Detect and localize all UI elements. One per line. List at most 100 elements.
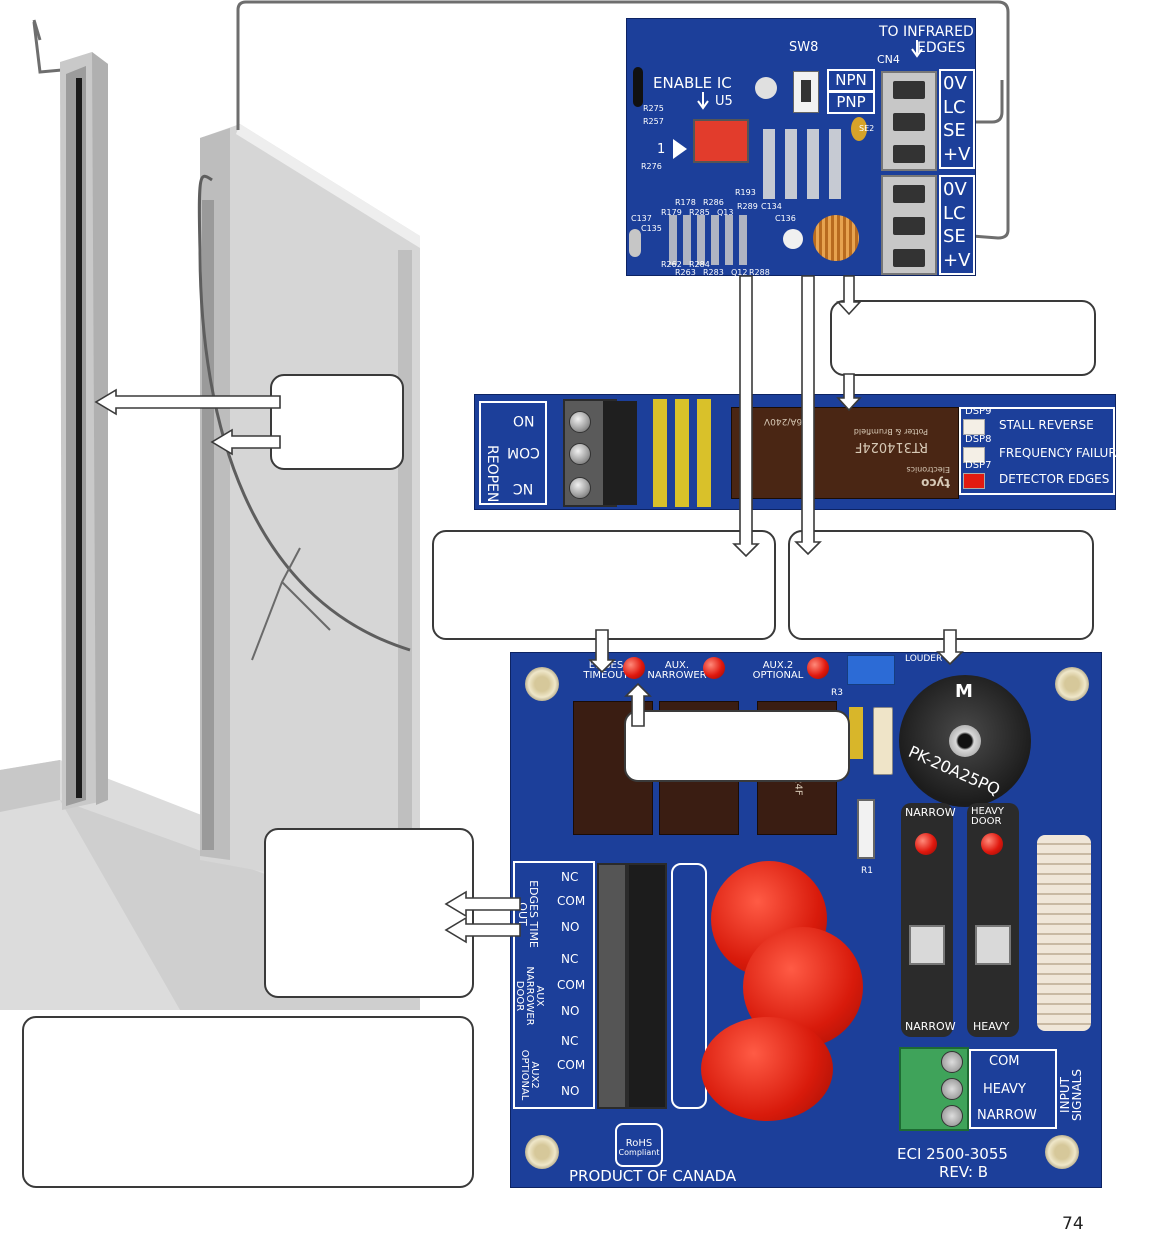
designator-c136: C136 [775,214,796,223]
designator-r288: R288 [749,268,770,277]
aux2-optional-label: AUX.2 OPTIONAL [752,660,804,681]
dsp-indicator-panel [959,407,1115,495]
reopen-label-frame [479,401,547,505]
arrow-to-buzzer-icon [936,629,964,666]
dsp8-id: DSP8 [965,434,992,445]
aux2-no-label: NO [561,1084,580,1098]
designator-r286: R286 [703,198,724,207]
callout-bottom-left [22,1016,474,1188]
edges-label: EDGES [917,40,966,56]
rohs-compliant-label: Compliant [618,1148,660,1157]
product-of-canada: PRODUCT OF CANADA [569,1167,737,1185]
door-edge-illustration [0,19,420,1010]
capacitor-c137 [629,229,641,257]
sw8-dip-switch[interactable] [793,71,819,113]
r3-label: R3 [831,688,843,698]
cn4a-pin-0v: 0V [943,73,967,94]
cn4a-pin-lc: LC [943,97,966,118]
heavy-led [981,833,1003,855]
callout-door-edges [270,374,404,470]
cn4b-pin-plusv: +V [943,250,971,271]
mounting-hole-tr [1055,667,1089,701]
aux2-optional-led [807,657,829,679]
edges-down-arrow-icon [911,40,923,58]
dsp7-led [963,473,985,489]
heavy-door-label: HEAVY DOOR [971,806,1004,827]
designator-r263: R263 [675,268,696,277]
aux-narrower-led [703,657,725,679]
input-heavy-label: HEAVY [983,1082,1026,1097]
input-terminal-block [899,1047,969,1131]
dsp9-label: STALL REVERSE [999,418,1094,432]
dsp8-led [963,447,985,463]
r1-jumper [857,799,875,859]
enable-ic-label: ENABLE IC [653,74,732,92]
mov3-varistor [701,1017,833,1121]
cn4a-pin-se: SE [943,120,966,141]
designator-c135: C135 [641,224,662,233]
designator-r283: R283 [703,268,724,277]
aux-com-label: COM [557,978,586,992]
heavy-switch[interactable]: HEAVY DOOR HEAVY [967,803,1019,1037]
cn4b-pin-se: SE [943,226,966,247]
to-infrared-label: TO INFRARED [879,24,974,40]
designator-r275: R275 [643,104,664,113]
dsp9-id: DSP9 [965,406,992,417]
reopen-terminal-sockets [603,401,637,505]
designator-se2: SE2 [859,124,875,133]
yellow-capacitors [653,399,719,507]
capacitor-c136 [783,229,803,249]
resistor-r2 [873,707,893,775]
pin1-label: 1 [657,142,666,157]
mounting-hole-br [1045,1135,1079,1169]
narrow-led [915,833,937,855]
edges-com-label: COM [557,894,586,908]
narrow-toggle[interactable] [909,925,945,965]
designator-c137: C137 [631,214,652,223]
aux-nc-label: NC [561,952,579,966]
arrow-to-edges-led-icon [588,629,616,674]
volume-potentiometer[interactable] [847,655,895,685]
aux2-com-label: COM [557,1058,586,1072]
ribbon-connector [1037,835,1091,1031]
designator-r179: R179 [661,208,682,217]
u5-label: U5 [715,94,733,109]
arrow-down-right-icon [794,275,822,556]
designator-r178: R178 [675,198,696,207]
rohs-label: RoHS [625,1138,653,1149]
mounting-hole-tl [525,667,559,701]
dsp9-led [963,419,985,435]
arrow-to-door-edge-icon [210,428,281,456]
arrow-down-left-icon [732,275,760,558]
designator-r284: R284 [689,260,710,269]
aux2-nc-label: NC [561,1034,579,1048]
mounting-hole-bl [525,1135,559,1169]
aux-no-label: NO [561,1004,580,1018]
output-contacts-panel [513,861,595,1109]
callout-relay-outputs [264,828,474,998]
enable-ic-jumper [633,67,643,107]
buzzer-center [949,725,981,757]
reopen-status-board: REOPEN NO COM NC tyco Electronics RT3140… [474,394,1124,510]
pin1-arrow-icon [673,139,687,159]
heavy-toggle[interactable] [975,925,1011,965]
designator-r276: R276 [641,162,662,171]
aux-narrower-label: AUX. NARROWER [647,660,707,681]
arrow-to-narrow-edge-icon [94,388,281,416]
edges-nc-label: NC [561,870,579,884]
buzzer-logo: M [955,681,973,702]
cn4-pin-labels-b: 0V LC SE +V [939,175,975,275]
capacitor-se2 [851,117,867,141]
infrared-edge-input-board: TO INFRARED EDGES SW8 CN4 ENABLE IC U5 1… [626,18,976,277]
cn4-connector-a [881,71,937,171]
arrow-up-to-led-icon [624,682,652,727]
input-narrow-label: NARROW [977,1108,1037,1123]
designator-r257: R257 [643,117,664,126]
narrow-switch[interactable]: NARROW NARROW [901,803,956,1037]
edges-no-label: NO [561,920,580,934]
designator-r285: R285 [689,208,710,217]
page-number: 74 [1062,1214,1084,1234]
arrow-to-outputs-b-icon [444,916,521,944]
